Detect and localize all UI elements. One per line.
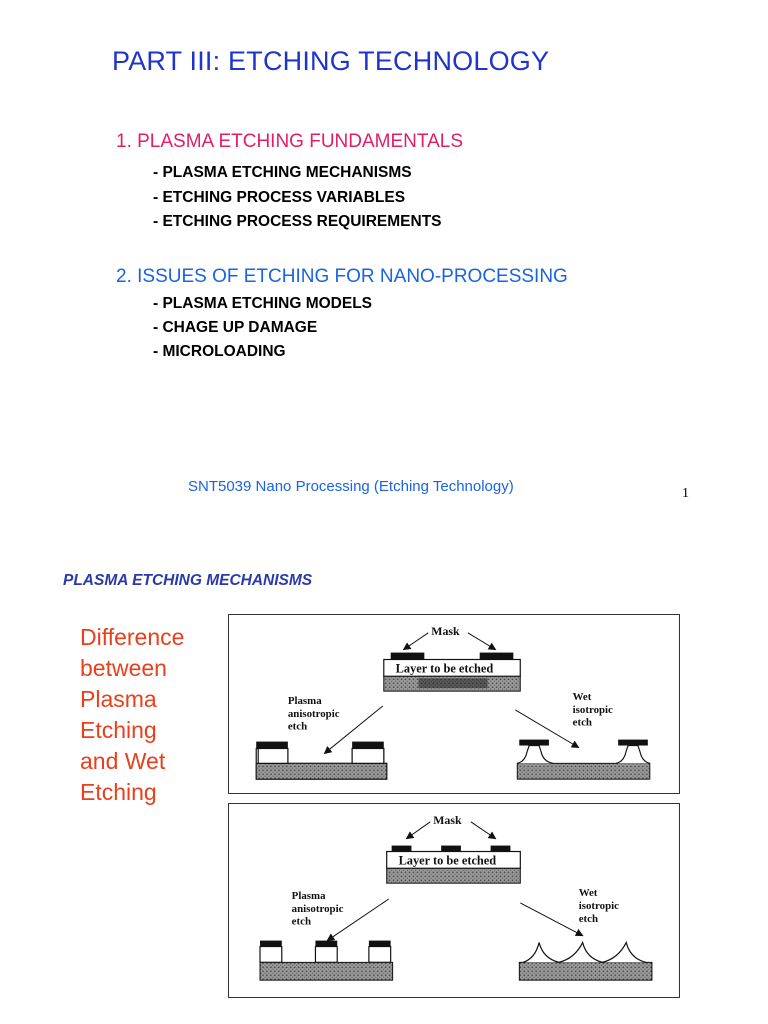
wet-label: etch	[579, 913, 598, 925]
caption-line: Difference	[80, 624, 185, 650]
mask-block	[368, 940, 391, 947]
mask-block	[441, 845, 461, 852]
substrate-shadow	[418, 678, 488, 689]
plasma-label: Plasma	[292, 890, 326, 902]
etched-feature	[257, 747, 289, 764]
mask-label: Mask	[433, 813, 462, 827]
plasma-label: etch	[288, 721, 307, 733]
plasma-label: Plasma	[288, 695, 322, 707]
list-item: - CHAGE UP DAMAGE	[153, 319, 318, 336]
page-title: PART III: ETCHING TECHNOLOGY	[112, 46, 550, 76]
wet-label: Wet	[573, 691, 592, 703]
slide-footer: SNT5039 Nano Processing (Etching Technol…	[188, 478, 514, 495]
mask-block	[260, 940, 282, 947]
list-item: - MICROLOADING	[153, 343, 286, 360]
etching-diagram-top: Mask Layer to be etched Plasma anisotrop…	[228, 614, 680, 794]
layer-label: Layer to be etched	[396, 661, 494, 675]
plasma-label: anisotropic	[292, 903, 344, 915]
etched-feature	[259, 945, 283, 963]
etched-feature	[368, 945, 392, 963]
list-item: - PLASMA ETCHING MECHANISMS	[153, 164, 412, 181]
caption-line: and Wet	[80, 748, 166, 774]
substrate	[516, 762, 651, 780]
etching-diagram-bottom-svg: Mask Layer to be etched Plasma anisotrop…	[259, 813, 653, 981]
difference-caption: Difference between Plasma Etching and We…	[80, 622, 220, 808]
substrate	[259, 961, 394, 981]
isotropic-profile	[616, 744, 650, 764]
mask-block	[490, 845, 511, 852]
substrate	[255, 762, 388, 780]
plasma-label: anisotropic	[288, 708, 340, 720]
mask-block	[352, 741, 384, 749]
substrate	[386, 867, 521, 884]
caption-line: Etching	[80, 779, 157, 805]
layer-label: Layer to be etched	[399, 853, 497, 867]
arrow-icon	[467, 632, 497, 651]
arrow-icon	[515, 709, 580, 749]
list-item: - PLASMA ETCHING MODELS	[153, 295, 373, 312]
section-heading-fundamentals: 1. PLASMA ETCHING FUNDAMENTALS	[116, 131, 463, 152]
plasma-label: etch	[292, 916, 311, 928]
etching-diagram-top-svg: Mask Layer to be etched Plasma anisotrop…	[255, 624, 651, 780]
list-item: - ETCHING PROCESS REQUIREMENTS	[153, 213, 442, 230]
mask-block	[479, 652, 514, 660]
wet-label: Wet	[579, 887, 598, 899]
arrow-icon	[520, 902, 584, 937]
arrow-icon	[326, 898, 389, 942]
wet-label: etch	[573, 717, 592, 729]
mask-block	[390, 652, 425, 660]
isotropic-profile	[523, 940, 647, 963]
section-heading-nano-issues: 2. ISSUES OF ETCHING FOR NANO-PROCESSING	[116, 266, 568, 287]
mask-block	[315, 940, 338, 947]
mask-block	[618, 739, 648, 746]
caption-line: Etching	[80, 717, 157, 743]
caption-line: between	[80, 655, 167, 681]
etching-diagram-bottom: Mask Layer to be etched Plasma anisotrop…	[228, 803, 680, 998]
page-number: 1	[682, 486, 689, 501]
arrow-icon	[470, 821, 497, 840]
mask-block	[256, 741, 288, 749]
arrow-icon	[402, 632, 429, 651]
isotropic-profile	[517, 744, 554, 764]
substrate	[518, 961, 653, 981]
caption-line: Plasma	[80, 686, 157, 712]
etched-feature	[314, 945, 338, 963]
mask-block	[519, 739, 549, 746]
wet-label: isotropic	[573, 704, 613, 716]
etched-feature	[351, 747, 385, 764]
slide-heading: PLASMA ETCHING MECHANISMS	[63, 572, 313, 589]
list-item: - ETCHING PROCESS VARIABLES	[153, 189, 406, 206]
mask-block	[391, 845, 412, 852]
arrow-icon	[405, 821, 431, 840]
mask-label: Mask	[431, 624, 460, 638]
wet-label: isotropic	[579, 900, 619, 912]
arrow-icon	[323, 705, 384, 755]
